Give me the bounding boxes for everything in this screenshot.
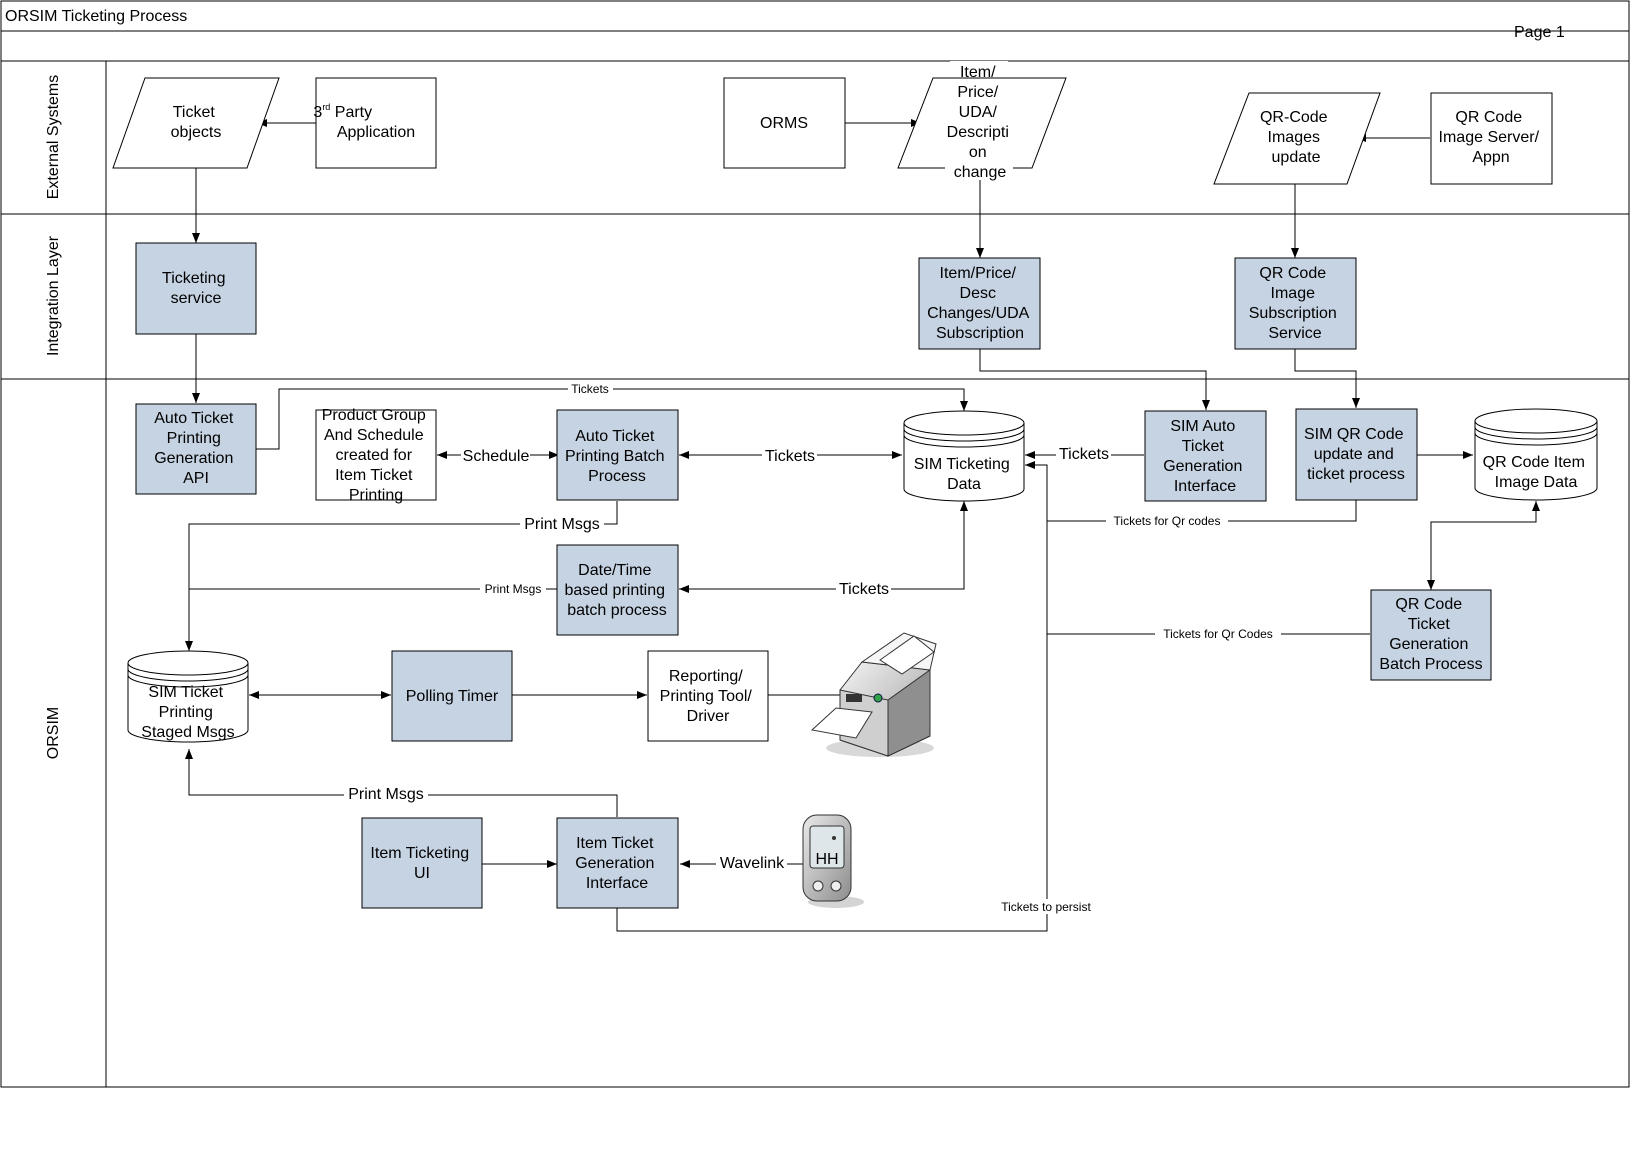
edge-label-tickets-top: Tickets (571, 382, 609, 396)
staged-msgs-label: SIM Ticket Printing Staged Msgs (141, 684, 234, 741)
reporting-printing-tool-label: Reporting/ Printing Tool/ Driver (660, 668, 757, 725)
qr-code-image-server-label: QR Code Image Server/ Appn (1439, 109, 1544, 166)
edge-label-tickets-batch: Tickets (765, 448, 815, 465)
edge-qr-subscription-to-sim-qr (1294, 349, 1360, 408)
edge-label-tickets-sim-auto: Tickets (1059, 446, 1109, 463)
sim-auto-ticket-interface-node[interactable]: SIM Auto Ticket Generation Interface (1144, 410, 1267, 502)
item-price-change-data[interactable]: Item/ Price/ UDA/ Descripti on change (897, 61, 1067, 181)
qr-code-image-server-node[interactable]: QR Code Image Server/ Appn (1430, 92, 1553, 185)
swimlane-frame (0, 0, 1630, 1088)
qr-code-subscription-service-label: QR Code Image Subscription Service (1249, 265, 1342, 342)
lane-label-orsim: ORSIM (45, 707, 62, 759)
orms-label: ORMS (760, 115, 808, 132)
sim-ticketing-data-store[interactable]: SIM Ticketing Data (903, 410, 1025, 502)
edge-label-print-msgs-batch: Print Msgs (524, 516, 600, 533)
edge-api-to-sim-ticketing-data (256, 388, 968, 450)
product-group-schedule-node[interactable]: Product Group And Schedule created for I… (315, 407, 437, 504)
qr-code-item-image-data-label: QR Code Item Image Data (1483, 454, 1590, 491)
qr-code-subscription-service-node[interactable]: QR Code Image Subscription Service (1234, 257, 1357, 350)
edge-item-subscription-to-sim-auto (979, 349, 1210, 410)
lane-label-integration-layer: Integration Layer (45, 235, 62, 356)
staged-msgs-data-store[interactable]: SIM Ticket Printing Staged Msgs (127, 650, 249, 743)
page-number: Page 1 (1514, 24, 1565, 41)
auto-ticket-batch-process-node[interactable]: Auto Ticket Printing Batch Process (556, 409, 679, 501)
edge-tickets-to-persist (616, 461, 1048, 932)
polling-timer-label: Polling Timer (406, 688, 499, 705)
edge-label-tickets-datetime: Tickets (839, 581, 889, 598)
edge-label-tickets-to-persist: Tickets to persist (1001, 900, 1091, 914)
edge-label-print-msgs-datetime: Print Msgs (485, 582, 542, 596)
polling-timer-node[interactable]: Polling Timer (391, 650, 513, 742)
auto-ticket-batch-process-label: Auto Ticket Printing Batch Process (565, 428, 669, 485)
third-party-application-label: 3rd Party Application (313, 102, 415, 141)
qr-code-ticket-batch-node[interactable]: QR Code Ticket Generation Batch Process (1370, 589, 1492, 681)
item-price-subscription-label: Item/Price/ Desc Changes/UDA Subscriptio… (927, 265, 1033, 342)
qr-code-ticket-batch-label: QR Code Ticket Generation Batch Process (1379, 596, 1482, 673)
connectors (185, 119, 1540, 932)
product-group-schedule-label: Product Group And Schedule created for I… (322, 407, 431, 504)
datetime-batch-process-node[interactable]: Date/Time based printing batch process (556, 544, 679, 636)
ticket-objects-label: Ticket objects (171, 104, 222, 141)
edge-batch-print-msgs (185, 501, 618, 651)
item-ticket-interface-node[interactable]: Item Ticket Generation Interface (556, 817, 679, 909)
handheld-label: HH (815, 851, 838, 868)
edge-label-tickets-for-qr-codes-batch: Tickets for Qr Codes (1163, 627, 1273, 641)
edge-interface-print-msgs (185, 749, 618, 817)
edge-label-backgrounds (344, 381, 1281, 914)
sim-qr-code-update-node[interactable]: SIM QR Code update and ticket process (1295, 408, 1418, 501)
edge-labels: Tickets Schedule Tickets Tickets Tickets… (348, 382, 1273, 914)
item-ticket-interface-label: Item Ticket Generation Interface (575, 835, 659, 892)
sim-ticketing-data-label: SIM Ticketing Data (914, 456, 1014, 493)
handheld-device-icon: HH (802, 814, 864, 908)
ticketing-service-label: Ticketing service (162, 270, 230, 307)
sim-auto-ticket-interface-label: SIM Auto Ticket Generation Interface (1163, 418, 1247, 495)
printer-icon (810, 632, 937, 757)
page-title: ORSIM Ticketing Process (5, 8, 187, 25)
ticketing-service-node[interactable]: Ticketing service (135, 242, 257, 335)
edge-label-wavelink: Wavelink (720, 855, 785, 872)
qr-code-images-update-label: QR-Code Images update (1260, 109, 1332, 166)
third-party-application-node[interactable]: 3rd Party Application (313, 77, 437, 169)
qr-code-images-update-data[interactable]: QR-Code Images update (1213, 92, 1381, 185)
datetime-batch-process-label: Date/Time based printing batch process (565, 562, 670, 619)
item-ticketing-ui-node[interactable]: Item Ticketing UI (361, 817, 483, 909)
qr-code-item-image-data-store[interactable]: QR Code Item Image Data (1474, 408, 1598, 501)
edge-qr-data-to-qr-batch (1427, 501, 1540, 590)
item-price-change-label: Item/ Price/ UDA/ Descripti on change (947, 64, 1014, 181)
edge-datetime-tickets (679, 501, 968, 593)
reporting-printing-tool-node[interactable]: Reporting/ Printing Tool/ Driver (647, 650, 769, 742)
auto-ticket-api-label: Auto Ticket Printing Generation API (154, 410, 238, 487)
sim-qr-code-update-label: SIM QR Code update and ticket process (1304, 426, 1408, 483)
orms-node[interactable]: ORMS (723, 77, 846, 169)
lane-label-external-systems: External Systems (45, 75, 62, 199)
item-ticketing-ui-label: Item Ticketing UI (370, 845, 473, 882)
edge-label-tickets-for-qr-codes: Tickets for Qr codes (1114, 514, 1221, 528)
auto-ticket-api-node[interactable]: Auto Ticket Printing Generation API (135, 403, 257, 495)
ticket-objects-data[interactable]: Ticket objects (112, 77, 280, 169)
edge-label-schedule: Schedule (463, 448, 530, 465)
edge-label-print-msgs-interface: Print Msgs (348, 786, 424, 803)
item-price-subscription-node[interactable]: Item/Price/ Desc Changes/UDA Subscriptio… (918, 257, 1041, 350)
